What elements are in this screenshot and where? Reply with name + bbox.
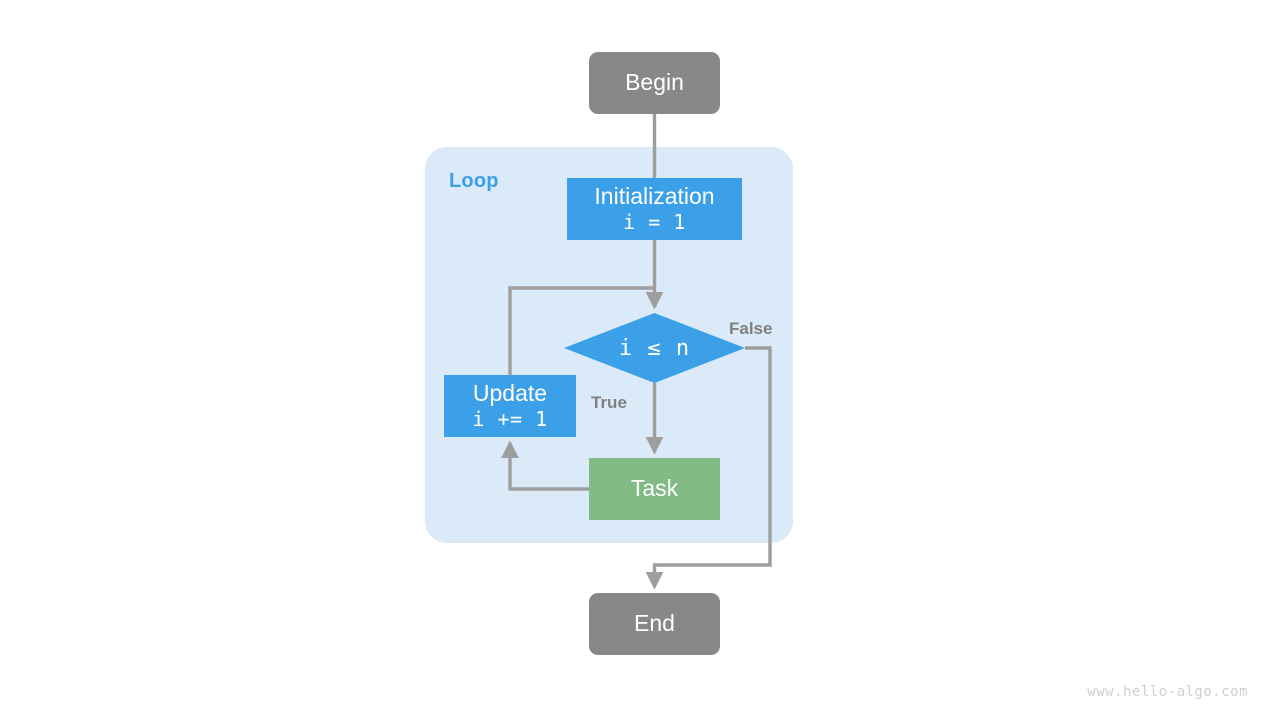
node-end[interactable]: End (589, 593, 720, 655)
edge-update-to-decision (508, 286, 655, 375)
edge-decision-to-end (645, 346, 772, 590)
node-initialization[interactable]: Initialization i = 1 (567, 178, 742, 240)
node-initialization-title: Initialization (594, 183, 715, 210)
edge-task-to-update (501, 440, 589, 491)
watermark: www.hello-algo.com (1087, 684, 1248, 700)
node-update-title: Update (472, 380, 548, 407)
node-condition[interactable]: i ≤ n (564, 313, 745, 383)
edge-label-true: True (591, 393, 627, 412)
node-begin-title: Begin (625, 69, 684, 96)
node-update-code: i += 1 (472, 407, 548, 432)
node-begin[interactable]: Begin (589, 52, 720, 114)
diamond-shape (564, 313, 745, 383)
node-task[interactable]: Task (589, 458, 720, 520)
node-condition-code: i ≤ n (618, 335, 691, 361)
edge-label-false: False (729, 319, 773, 338)
node-end-title: End (634, 610, 675, 637)
node-update[interactable]: Update i += 1 (444, 375, 576, 437)
node-initialization-code: i = 1 (623, 210, 686, 235)
loop-container-label: Loop (449, 170, 499, 192)
node-task-title: Task (630, 475, 679, 502)
